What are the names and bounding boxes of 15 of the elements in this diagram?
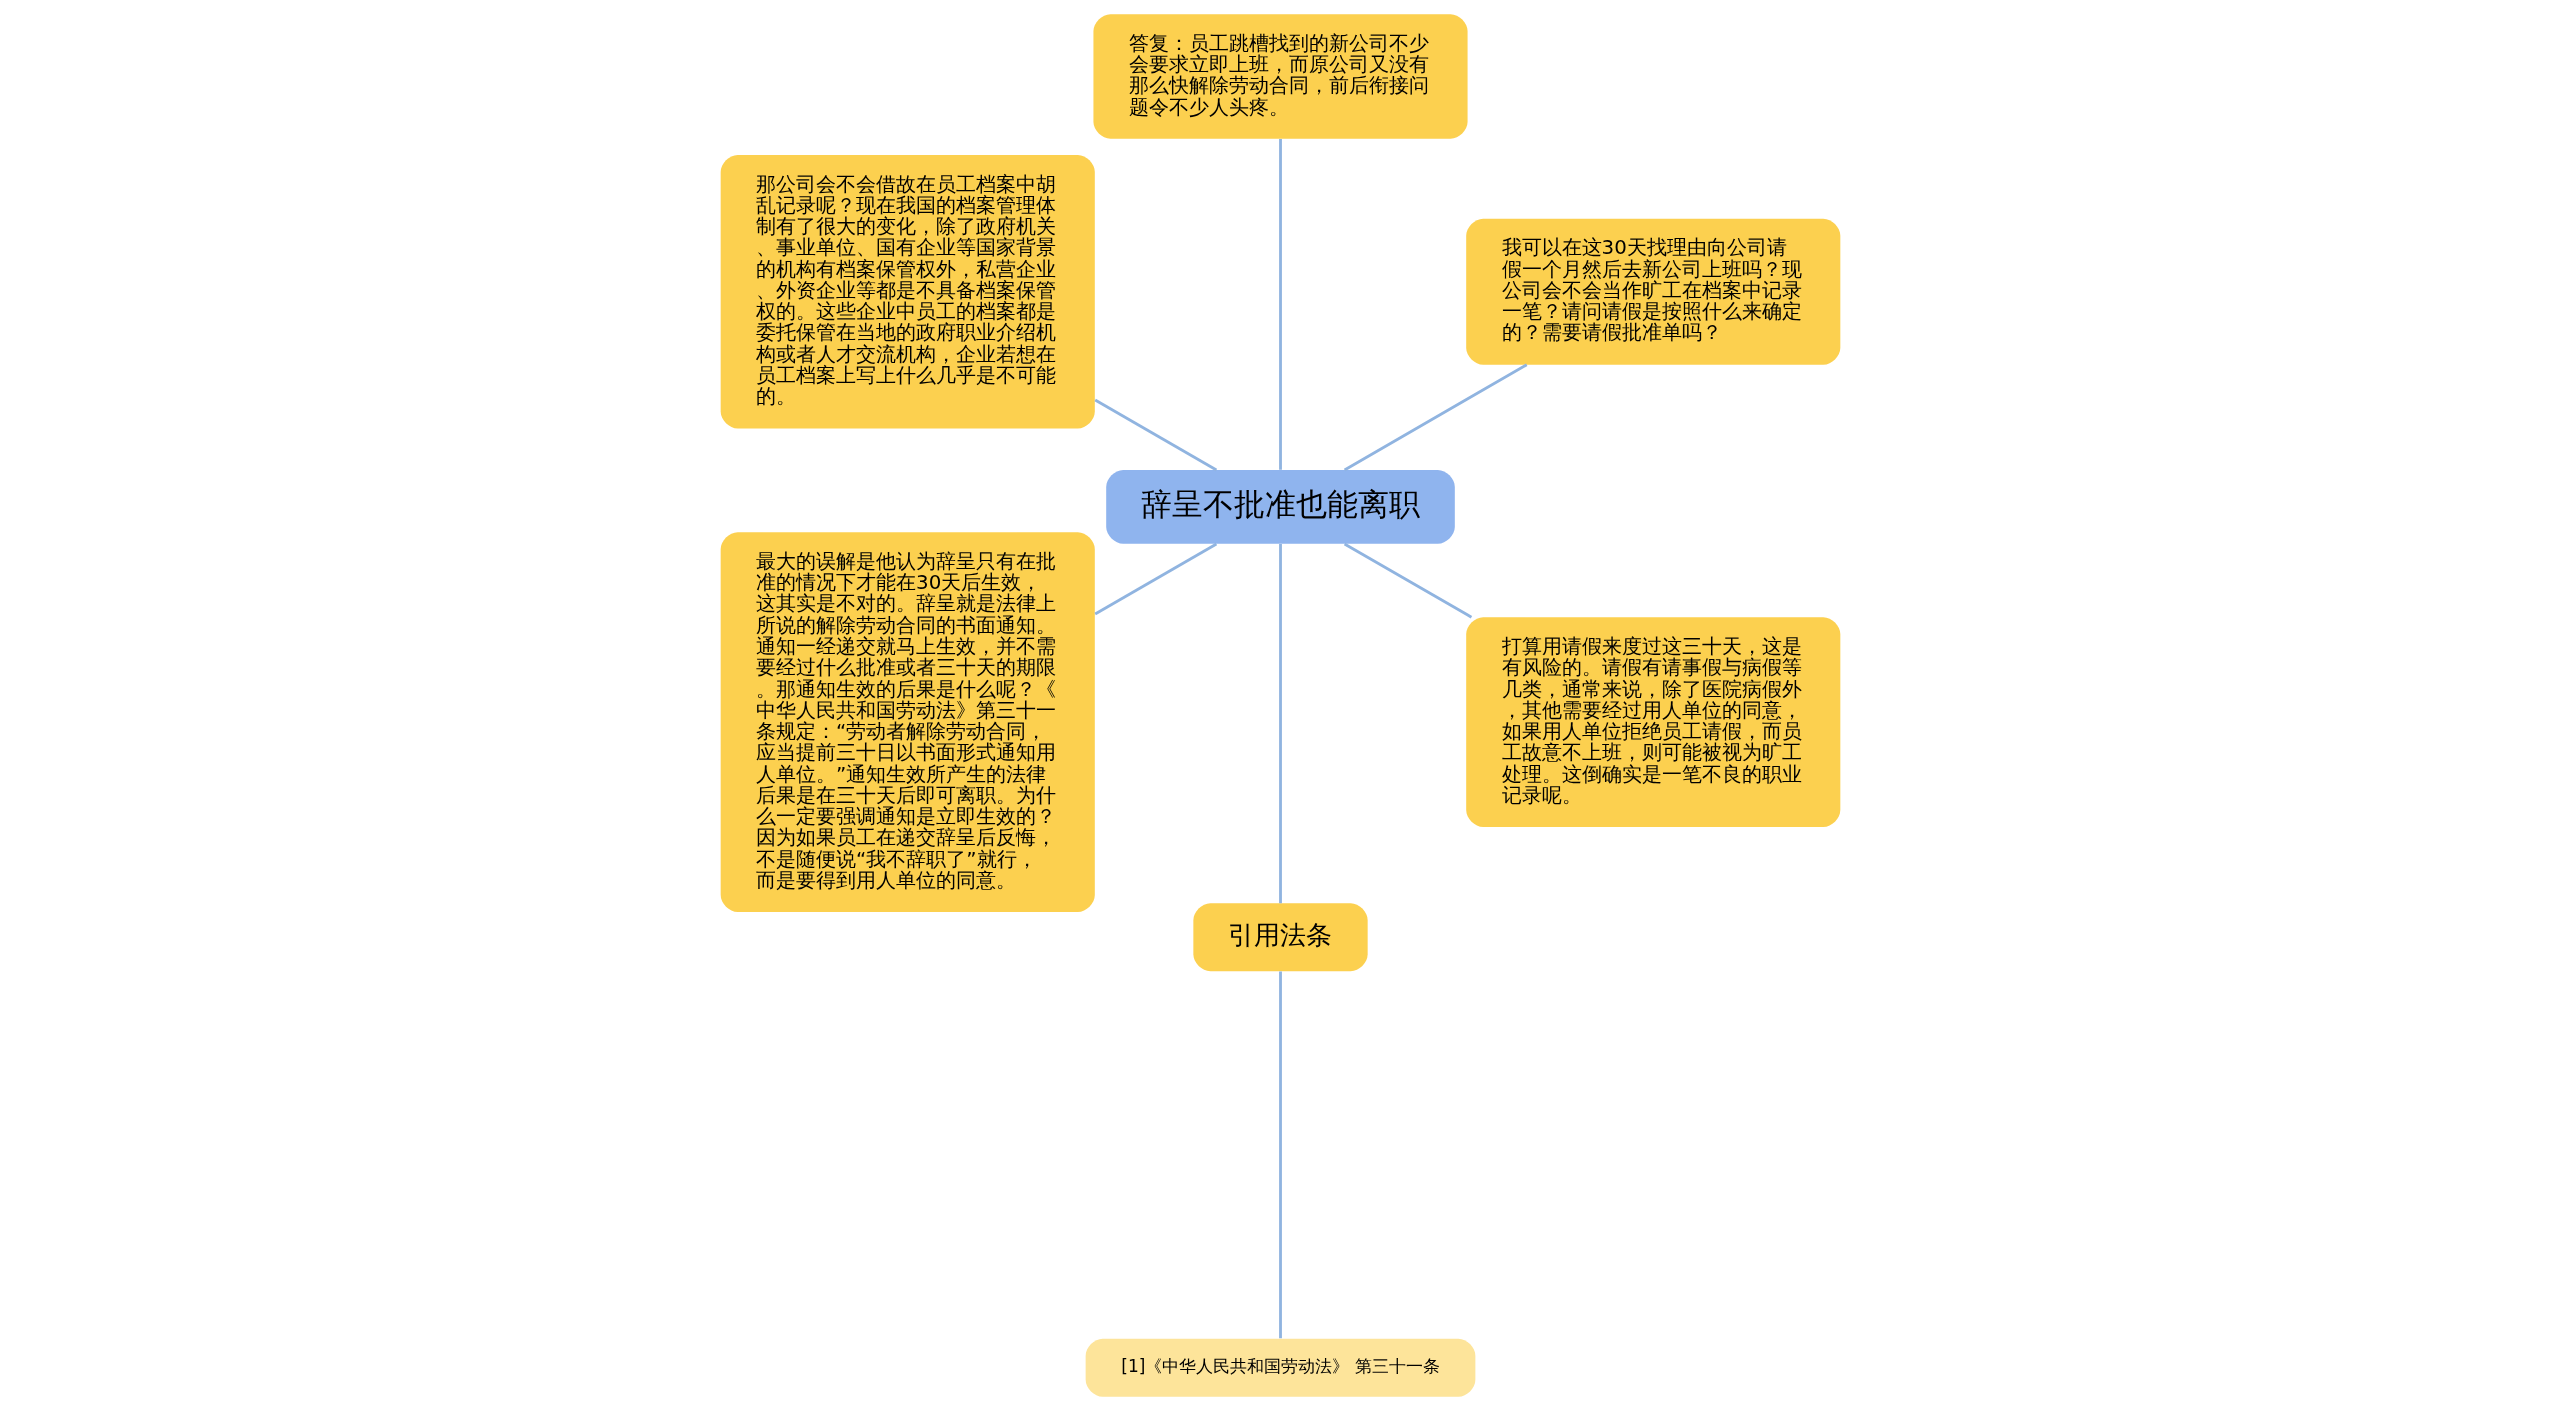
node-box: 我可以在这30天找理由向公司请假一个月然后去新公司上班吗？现公司会不会当作旷工在档案中记录一笔？请问请假是按照什么来确定的？需要请假批准单吗？ <box>1465 218 1840 365</box>
node-box: 辞呈不批准也能离职 <box>1105 470 1455 544</box>
node-box: 打算用请假来度过这三十天，这是有风险的。请假有请事假与病假等几类，通常来说，除了医院病假外，其他需要经过用人单位的同意，如果用人单位拒绝员工请假，而员工故意不上班，则可能被视为旷工处理。这倒确实是一笔不良的职业记录呢。 <box>1465 617 1840 828</box>
node-box: 那公司会不会借故在员工档案中胡乱记录呢？现在我国的档案管理体制有了很大的变化，除了政府机关、事业单位、国有企业等国家背景的机构有档案保管权外，私营企业、外资企业等都是不具备档案保管权的。这些企业中员工的档案都是委托保管在当地的政府职业介绍机构或者人才交流机构，企业若想在员工档案上写上什么几乎是不可能的。 <box>720 154 1095 429</box>
connector <box>1094 398 1217 472</box>
node-box: 答复：员工跳槽找到的新公司不少会要求立即上班，而原公司又没有那么快解除劳动合同，前后衔接问题令不少人头疼。 <box>1092 14 1468 139</box>
connector <box>1094 542 1217 616</box>
connector <box>1278 544 1282 904</box>
connector <box>1278 139 1282 470</box>
node-box: [1]《中华人民共和国劳动法》 第三十一条 <box>1085 1338 1475 1397</box>
node-box: 引用法条 <box>1192 903 1368 972</box>
connector <box>1343 542 1472 619</box>
connector <box>1278 971 1282 1339</box>
node-box: 最大的误解是他认为辞呈只有在批准的情况下才能在30天后生效，这其实是不对的。辞呈就是法律上所说的解除劳动合同的书面通知。通知一经递交就马上生效，并不需要经过什么批准或者三十天的期限。那通知生效的后果是什么呢？《中华人民共和国劳动法》第三十一条规定：“劳动者解除劳动合同，应当提前三十日以书面形式通知用人单位。”通知生效所产生的法律后果是在三十天后即可离职。为什么一定要强调通知是立即生效的？因为如果员工在递交辞呈后反悔，不是随便说“我不辞职了”就行，而是要得到用人单位的同意。 <box>720 532 1095 913</box>
connector <box>1343 363 1527 472</box>
